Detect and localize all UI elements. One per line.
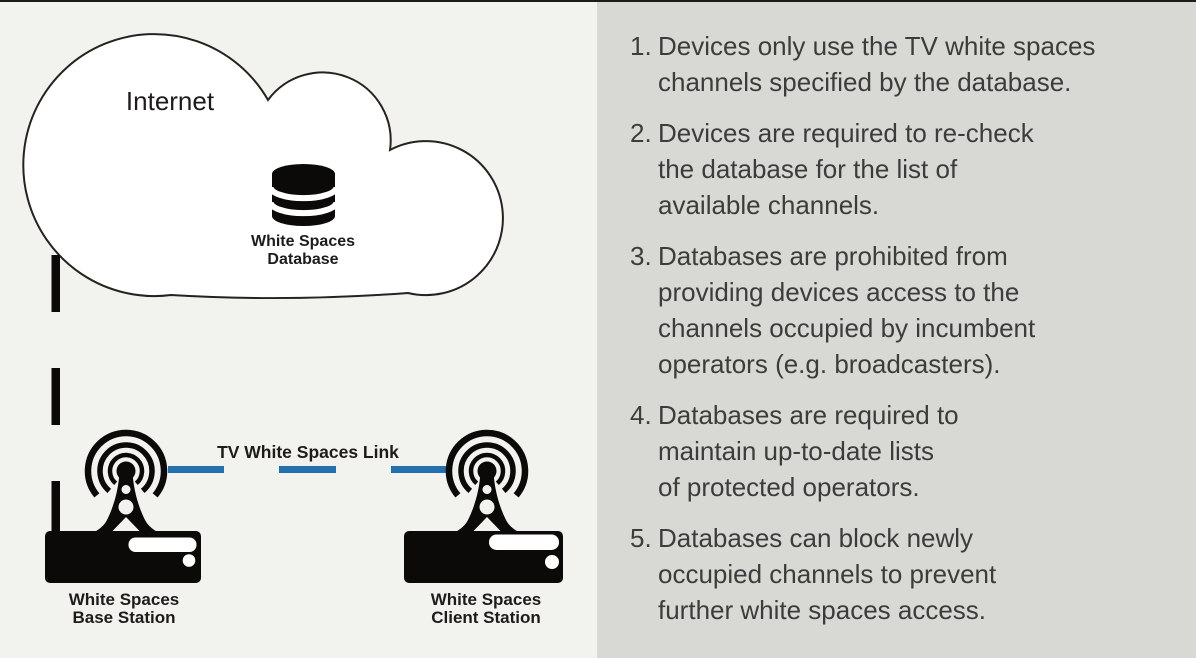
client-station-tower-icon (445, 429, 529, 531)
client-station-box-icon (404, 531, 563, 583)
rule-item-1: 1. Devices only use the TV white spaces … (630, 28, 1184, 100)
rule-number: 2. (630, 118, 652, 148)
client-station-label-line1: White Spaces (431, 590, 542, 609)
base-station-label-line1: White Spaces (69, 590, 180, 609)
rules-panel: 1. Devices only use the TV white spaces … (597, 0, 1196, 658)
internet-cloud-icon (22, 33, 504, 300)
rule-text: Databases can block newly occupied chann… (658, 523, 997, 625)
database-label-line2: Database (267, 251, 338, 268)
rule-item-4: 4. Databases are required to maintain up… (630, 397, 1184, 505)
database-label-line1: White Spaces (251, 233, 355, 250)
top-border-line (0, 0, 1196, 2)
rule-number: 3. (630, 241, 652, 271)
rule-number: 4. (630, 400, 652, 430)
database-icon (267, 164, 340, 226)
rule-item-3: 3. Databases are prohibited from providi… (630, 238, 1184, 382)
rule-text: Devices only use the TV white spaces cha… (658, 31, 1096, 97)
rule-number: 1. (630, 31, 652, 61)
tv-link-label: TV White Spaces Link (217, 442, 399, 462)
cloud-to-base-dashed-line (51, 255, 60, 532)
base-station-tower-icon (84, 429, 168, 531)
rule-item-5: 5. Databases can block newly occupied ch… (630, 520, 1184, 628)
network-diagram: Internet White Spaces Database TV W (22, 33, 563, 627)
rule-text: Devices are required to re-check the dat… (658, 118, 1034, 220)
tv-link-dashed-line (168, 466, 448, 473)
rules-list: 1. Devices only use the TV white spaces … (630, 28, 1184, 628)
base-station-label-line2: Base Station (73, 608, 176, 627)
rule-text: Databases are required to maintain up-to… (658, 400, 959, 502)
base-station-box-icon (45, 531, 201, 583)
client-station-label-line2: Client Station (431, 608, 541, 627)
rule-text: Databases are prohibited from providing … (658, 241, 1036, 379)
rule-number: 5. (630, 523, 652, 553)
network-diagram-panel: Internet White Spaces Database TV W (0, 0, 597, 658)
rule-item-2: 2. Devices are required to re-check the … (630, 115, 1184, 223)
internet-label: Internet (126, 86, 215, 116)
